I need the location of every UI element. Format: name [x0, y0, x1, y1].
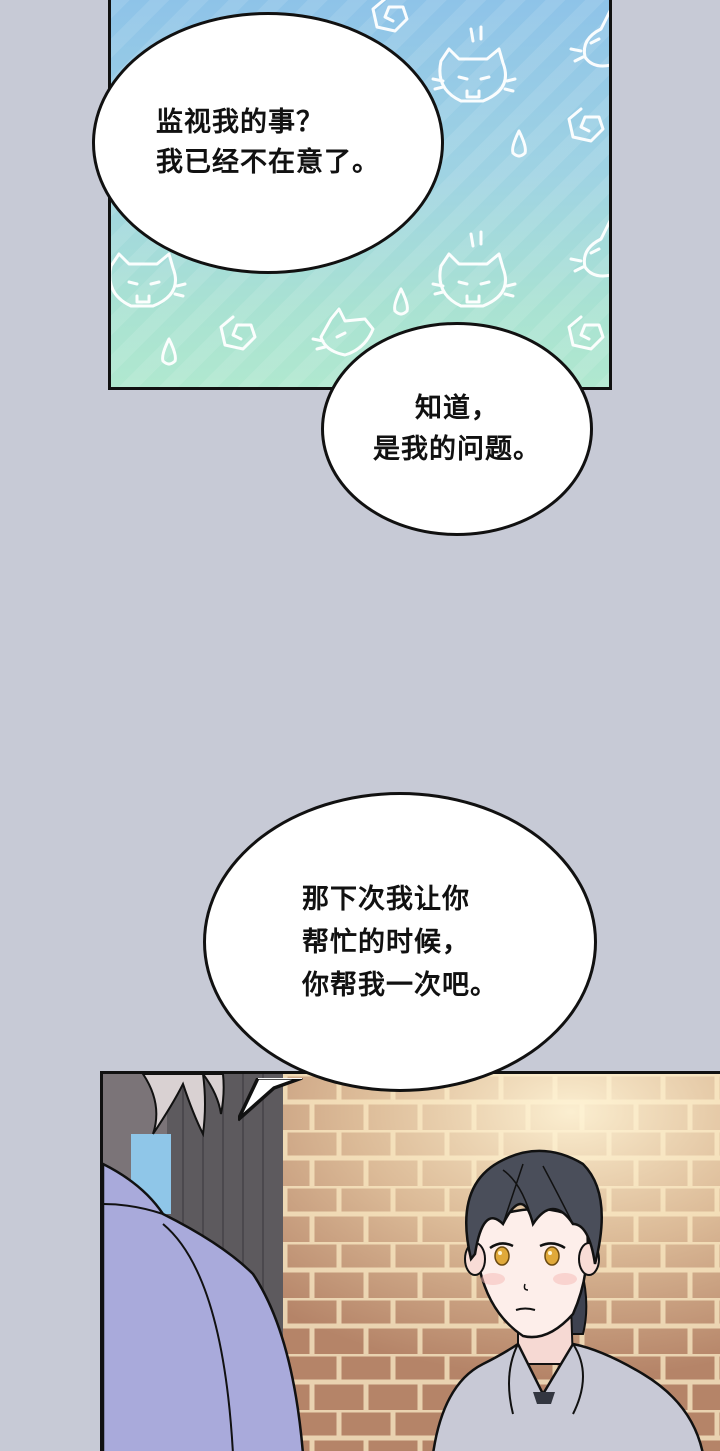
speech-bubble-1: 监视我的事？ 我已经不在意了。 [92, 12, 444, 274]
girl-character [432, 1149, 704, 1451]
scene-illustration [103, 1074, 720, 1451]
cat-doodle-icon [431, 230, 517, 308]
droplet-doodle-icon [393, 287, 409, 316]
speech-bubble-text: 监视我的事？ 我已经不在意了。 [156, 107, 380, 178]
girl-hair [465, 1149, 603, 1265]
speech-bubble-3: 那下次我让你 帮忙的时候， 你帮我一次吧。 [203, 792, 597, 1092]
speech-bubble-2: 知道， 是我的问题。 [321, 322, 593, 536]
speech-bubble-text: 那下次我让你 帮忙的时候， 你帮我一次吧。 [302, 883, 498, 1001]
spiral-doodle-icon [371, 0, 409, 33]
droplet-doodle-icon [511, 129, 527, 158]
girl-eyes [489, 1242, 566, 1266]
cat-doodle-icon [111, 252, 187, 308]
droplet-doodle-icon [161, 337, 177, 366]
speech-bubble-text: 知道， 是我的问题。 [373, 393, 541, 465]
speech-bubble-tail [238, 1078, 303, 1122]
cat-doodle-icon [569, 9, 609, 68]
left-person-jacket [103, 1162, 304, 1451]
spiral-doodle-icon [219, 315, 257, 351]
spiral-doodle-icon [567, 315, 605, 351]
left-person-hair [141, 1074, 225, 1138]
cat-doodle-icon [311, 307, 375, 357]
cat-doodle-icon [569, 219, 609, 278]
panel-bottom-scene [100, 1071, 720, 1451]
cat-doodle-icon [431, 25, 517, 103]
spiral-doodle-icon [567, 107, 605, 143]
doodle-pattern [111, 0, 609, 366]
